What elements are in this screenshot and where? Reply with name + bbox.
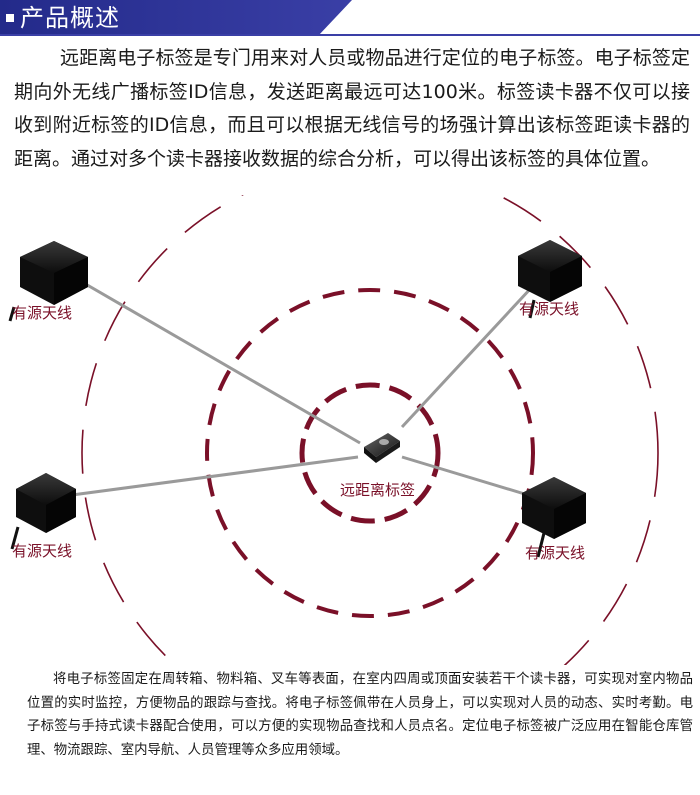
positioning-diagram: 有源天线 有源天线 有源天线 有源天线 远距离标签 — [0, 164, 700, 742]
signal-rings — [81, 164, 659, 742]
antenna-label-top-right: 有源天线 — [519, 300, 580, 318]
header-bullet-icon — [6, 14, 14, 22]
tag-device-icon — [364, 433, 400, 463]
connection-line-bottom-right — [401, 455, 529, 497]
signal-ring-middle — [205, 288, 535, 618]
header-bar — [0, 0, 700, 36]
connection-line-bottom-left — [71, 455, 359, 497]
antenna-device-icon — [10, 473, 76, 550]
section-title: 产品概述 — [20, 4, 120, 32]
connection-lines — [69, 273, 534, 497]
diagram-graphic — [8, 164, 659, 742]
antenna-device-icon — [518, 240, 582, 319]
antenna-label-top-left: 有源天线 — [12, 304, 73, 322]
signal-ring-inner — [299, 382, 441, 524]
antenna-label-bottom-left: 有源天线 — [12, 542, 73, 560]
antenna-label-bottom-right: 有源天线 — [525, 544, 586, 562]
description-paragraph: 将电子标签固定在周转箱、物料箱、叉车等表面，在室内四周或顶面安装若干个读卡器，可… — [27, 672, 693, 758]
intro-paragraph: 远距离电子标签是专门用来对人员或物品进行定位的电子标签。电子标签定期向外无线广播… — [14, 47, 690, 170]
connection-line-top-right — [400, 285, 534, 429]
tag-label: 远距离标签 — [340, 481, 416, 499]
section-header: 产品概述 — [0, 0, 700, 36]
signal-ring-outer — [81, 164, 659, 742]
antenna-device-icon — [522, 477, 586, 558]
antenna-device-icon — [8, 241, 88, 322]
connection-line-top-left — [69, 273, 361, 445]
